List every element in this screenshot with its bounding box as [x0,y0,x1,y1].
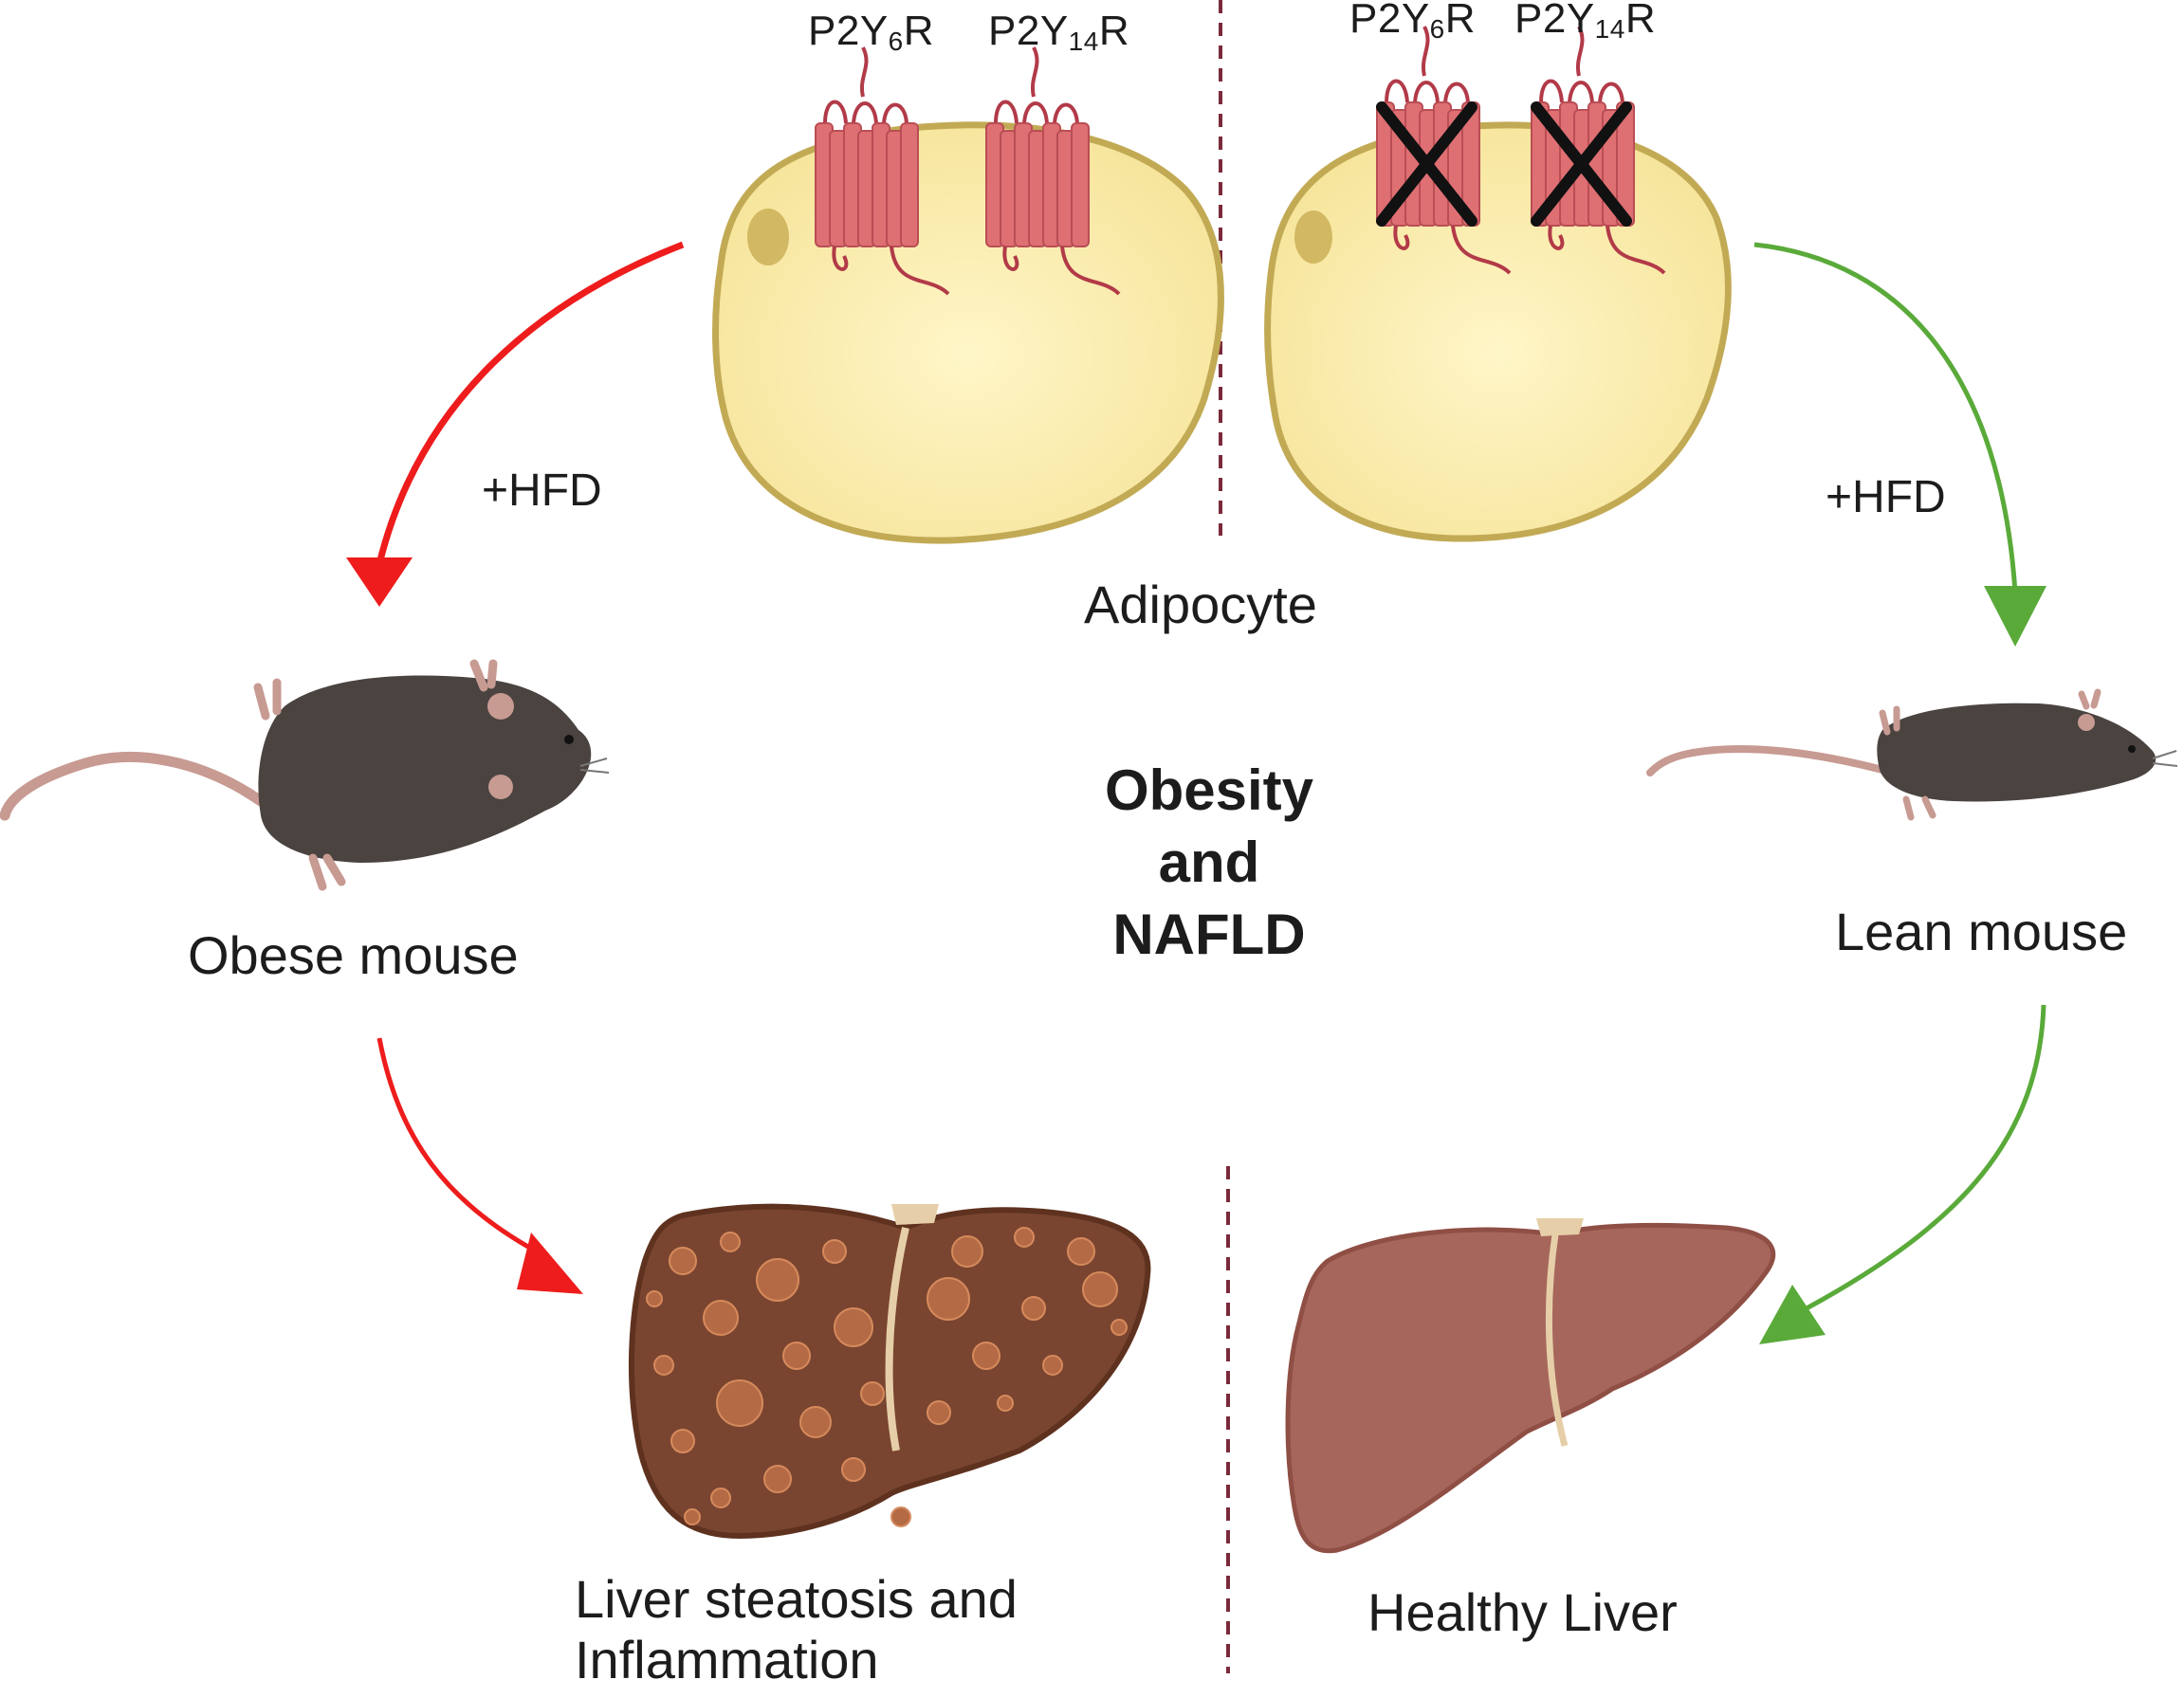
center-title-line-3: NAFLD [1112,903,1306,966]
fat-droplet [1042,1355,1063,1376]
receptor-label-right-p2y14: P2Y14R [1514,0,1657,44]
fat-droplet [860,1381,885,1406]
fat-droplet [927,1277,970,1321]
fat-droplet [1067,1237,1095,1266]
lean-mouse-icon [1646,688,2178,821]
fat-droplet [890,1506,911,1527]
receptor-label-right-p2y6: P2Y6R [1349,0,1477,44]
fat-droplet [841,1457,866,1482]
arrow-right-bottom [1759,1004,2046,1344]
fat-droplet [951,1235,983,1268]
arrow-left-bottom [376,1037,583,1294]
arrow-right-top [1753,242,2046,647]
adipocyte-label: Adipocyte [1084,575,1317,634]
fat-droplet [1082,1271,1118,1307]
fat-droplet [684,1508,701,1525]
fat-droplet [799,1406,832,1438]
hfd-label-left: +HFD [482,466,602,516]
fat-droplet [756,1258,799,1302]
obese-mouse-icon [0,659,610,891]
fat-droplet [927,1400,951,1425]
fat-droplet [1110,1319,1128,1336]
center-title: Obesity and NAFLD [1024,755,1394,971]
fatty-liver-label-line-2: Inflammation [575,1630,879,1689]
receptor-label-left-p2y6: P2Y6R [808,8,935,56]
receptor-p2y6-left-icon [815,46,950,296]
adipocyte-right-icon [1264,121,1732,542]
knockout-x-icon [1376,101,1477,227]
fat-droplet [710,1488,731,1508]
receptor-group [815,26,1666,296]
healthy-liver-label: Healthy Liver [1367,1582,1678,1642]
fat-droplet [997,1395,1014,1412]
fat-droplet [653,1355,674,1376]
fat-droplet [703,1300,739,1336]
knockout-x-icon [1531,101,1632,227]
healthy-liver-icon [1285,1218,1775,1554]
fatty-liver-label: Liver steatosis and Inflammation [575,1569,1018,1690]
fat-droplet [646,1290,663,1307]
obese-mouse-label: Obese mouse [188,925,519,985]
center-title-line-1: Obesity [1104,758,1314,822]
center-title-line-2: and [1158,831,1260,894]
fat-droplet [972,1342,1000,1370]
fat-droplet [669,1247,697,1275]
fat-droplet [720,1232,741,1252]
fatty-liver-label-line-1: Liver steatosis and [575,1569,1018,1629]
lean-mouse-label: Lean mouse [1835,902,2128,961]
fat-droplet [763,1465,792,1493]
receptor-label-left-p2y14: P2Y14R [988,8,1130,56]
fat-droplet [782,1342,811,1370]
fatty-liver-icon [628,1203,1151,1540]
hfd-label-right: +HFD [1826,472,1946,522]
fat-droplet [1014,1227,1035,1248]
receptor-p2y14-left-icon [985,46,1121,296]
fat-droplet [716,1379,763,1427]
fat-droplet [834,1307,873,1347]
adipocyte-left-icon [712,121,1224,544]
fat-droplet [822,1239,847,1264]
fat-droplet [1021,1296,1046,1321]
fat-droplet [670,1429,695,1453]
arrow-left-top [346,241,685,607]
